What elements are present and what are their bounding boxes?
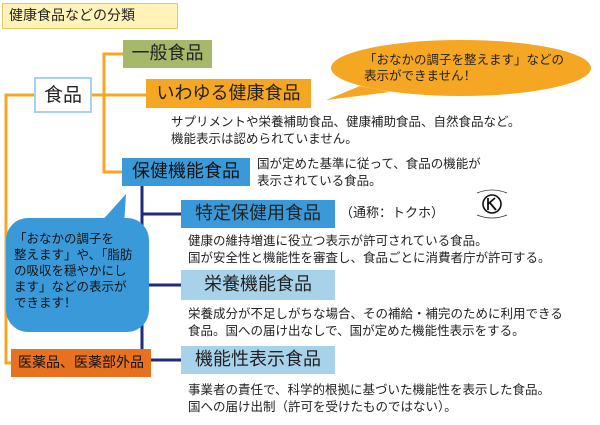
callout-line: できます！ <box>14 295 77 310</box>
callout-line: 「おなかの調子を整えます」などの <box>364 52 565 67</box>
callout-left-shape <box>6 194 149 332</box>
node-nutrient-function-food: 栄養機能食品 <box>181 270 335 300</box>
desc-line: 国が安全性と機能性を審査し、食品ごとに消費者庁が許可する。 <box>188 250 551 265</box>
connector-food-general <box>92 52 123 97</box>
desc-line: 表示されている食品。 <box>257 173 382 188</box>
tokuho-seal-icon <box>473 185 511 222</box>
connector-food-healthfunction <box>102 95 122 174</box>
node-health-function-food: 保健機能食品 <box>122 158 250 186</box>
page-title: 健康食品などの分類 <box>2 3 178 29</box>
node-so-called-health-food: いわゆる健康食品 <box>146 79 311 108</box>
health-function-description: 国が定めた基準に従って、食品の機能が 表示されている食品。 <box>257 155 481 189</box>
callout-top-shape <box>326 40 591 100</box>
node-general-food: 一般食品 <box>123 40 212 68</box>
connector-left-trunk <box>4 93 34 365</box>
function-claim-description: 事業者の責任で、科学的根拠に基づいた機能性を表示した食品。 国への届け出制（許可… <box>188 381 550 415</box>
callout-line: ます」などの表示が <box>14 279 127 294</box>
node-function-claim-food: 機能性表示食品 <box>181 346 335 374</box>
desc-line: サプリメントや栄養補助食品、健康補助食品、自然食品など。 <box>171 114 521 129</box>
node-drugs: 医薬品、医薬部外品 <box>11 349 151 377</box>
so-called-description: サプリメントや栄養補助食品、健康補助食品、自然食品など。 機能表示は認められてい… <box>171 113 520 147</box>
callout-left-text: 「おなかの調子を 整えます」や、「脂肪 の吸収を穏やかにし ます」などの表示が … <box>14 231 146 311</box>
callout-line: の吸収を穏やかにし <box>14 263 127 278</box>
desc-line: 国が定めた基準に従って、食品の機能が <box>257 156 481 171</box>
node-foshu: 特定保健用食品 <box>181 200 335 228</box>
foshu-alias: （通称：トクホ） <box>340 206 445 221</box>
desc-line: 健康の維持増進に役立つ表示が許可されている食品。 <box>188 233 488 248</box>
node-food: 食品 <box>34 77 92 113</box>
callout-line: 「おなかの調子を <box>14 231 115 246</box>
nutrient-description: 栄養成分が不足しがちな場合、その補給・補完のために利用できる 食品。国への届け出… <box>188 305 563 339</box>
callout-top-tail <box>326 86 390 100</box>
desc-line: 国への届け出制（許可を受けたものではない）。 <box>188 399 457 414</box>
callout-top-ellipse <box>331 40 591 96</box>
desc-line: 機能表示は認められていません。 <box>171 131 358 146</box>
callout-line: 表示ができません！ <box>364 68 477 83</box>
foshu-description: 健康の維持増進に役立つ表示が許可されている食品。 国が安全性と機能性を審査し、食… <box>188 232 551 266</box>
callout-left-body <box>6 218 149 332</box>
tokuho-seal-logo <box>473 185 511 222</box>
desc-line: 事業者の責任で、科学的根拠に基づいた機能性を表示した食品。 <box>188 382 551 397</box>
callout-top-text: 「おなかの調子を整えます」などの 表示ができません！ <box>364 52 574 84</box>
desc-line: 栄養成分が不足しがちな場合、その補給・補完のために利用できる <box>188 306 563 321</box>
desc-line: 食品。国への届け出なしで、国が定めた機能性表示をする。 <box>188 323 525 338</box>
callout-line: 整えます」や、「脂肪 <box>14 247 133 262</box>
